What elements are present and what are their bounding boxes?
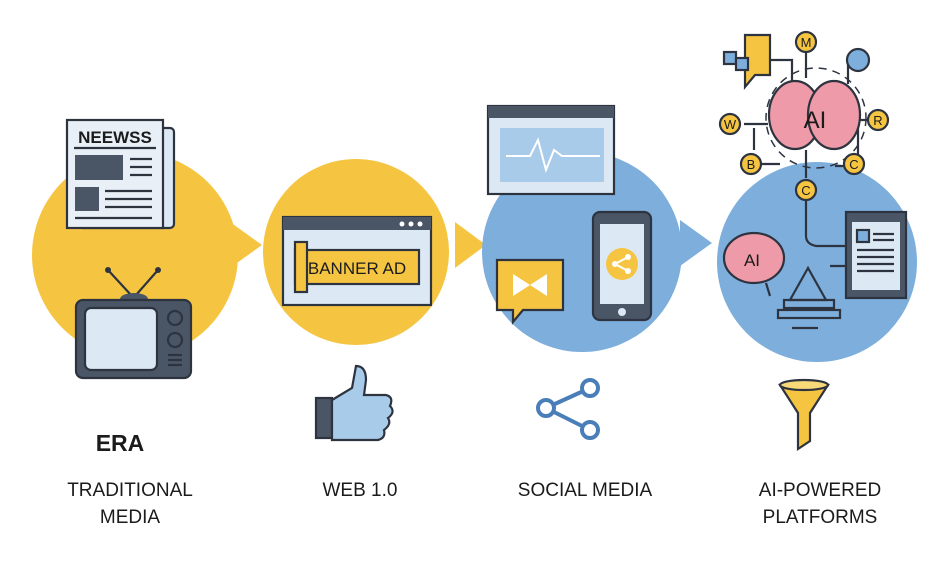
- arrow-icon: [680, 220, 712, 266]
- svg-text:C: C: [849, 157, 858, 172]
- svg-text:NEEWSS: NEEWSS: [78, 128, 152, 147]
- browser-banner-ad-icon: BANNER AD: [281, 215, 433, 307]
- arrow-icon: [455, 222, 486, 268]
- puzzle-chat-icon: [722, 33, 772, 91]
- stage-label-social-media: SOCIAL MEDIA: [517, 480, 653, 501]
- era-heading: ERA: [95, 430, 145, 456]
- svg-text:M: M: [801, 35, 812, 50]
- svg-text:R: R: [873, 113, 882, 128]
- ai-network-icon: AI M W R B C C AI: [718, 30, 908, 330]
- stage-label-line: MEDIA: [99, 507, 161, 528]
- stage-label-web: WEB 1.0: [322, 480, 398, 501]
- svg-text:C: C: [801, 183, 810, 198]
- stage-label-traditional-media: TRADITIONAL MEDIA: [40, 477, 220, 531]
- brain-ai-icon: AI: [767, 79, 862, 151]
- svg-text:B: B: [747, 157, 756, 172]
- thumbs-up-icon: [314, 364, 394, 442]
- globe-node-icon: [845, 47, 871, 73]
- svg-text:AI: AI: [804, 107, 827, 134]
- svg-text:AI: AI: [744, 251, 760, 270]
- arrow-icon: [230, 222, 262, 268]
- svg-text:W: W: [724, 117, 737, 132]
- share-icon: [536, 378, 600, 440]
- newspaper-icon: NEEWSS: [65, 118, 176, 230]
- stage-label-line: TRADITIONAL: [67, 480, 193, 501]
- tablet-document-icon: [844, 210, 908, 300]
- monitor-analytics-icon: [486, 104, 616, 196]
- television-icon: [74, 267, 193, 380]
- svg-text:BANNER AD: BANNER AD: [308, 259, 406, 278]
- funnel-icon: [777, 378, 831, 452]
- chat-bubble-icon: [495, 258, 565, 326]
- pyramid-icon: [776, 265, 842, 330]
- stage-label-line: AI-POWERED: [758, 480, 882, 501]
- small-brain-ai-icon: AI: [722, 231, 786, 297]
- stage-label-ai-platforms: AI-POWERED PLATFORMS: [720, 477, 920, 531]
- stage-label-line: PLATFORMS: [762, 507, 878, 528]
- smartphone-share-icon: [591, 210, 653, 322]
